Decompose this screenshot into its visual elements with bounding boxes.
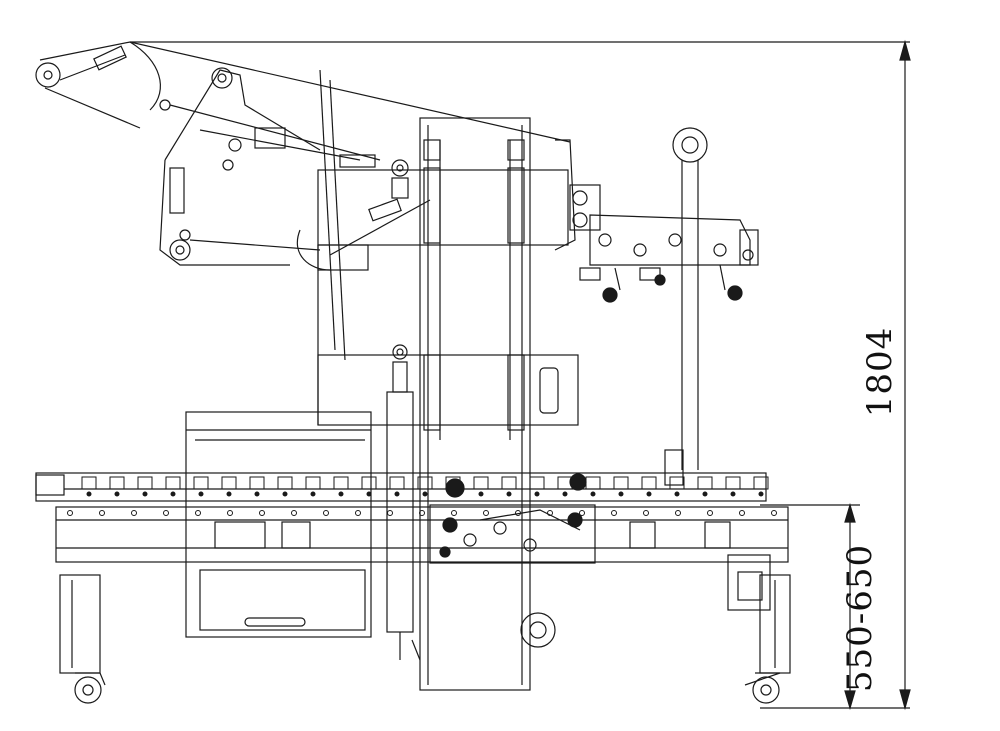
table-fastener xyxy=(611,510,617,516)
electrical-cabinet xyxy=(185,411,372,638)
table-fastener xyxy=(675,510,681,516)
roller-bracket xyxy=(613,476,629,490)
roller-bolt xyxy=(254,491,260,497)
table-fastener xyxy=(99,510,105,516)
roller-bolt xyxy=(86,491,92,497)
roller-bolt xyxy=(618,491,624,497)
roller-bolt xyxy=(646,491,652,497)
roller-bracket xyxy=(221,476,237,490)
upper-flap-folding-arm xyxy=(35,41,571,361)
table-fastener xyxy=(707,510,713,516)
roller-brackets xyxy=(67,476,777,516)
roller-bolt xyxy=(534,491,540,497)
lifting-cylinder xyxy=(386,344,414,660)
roller-bracket xyxy=(193,476,209,490)
roller-bracket xyxy=(669,476,685,490)
top-taping-unit xyxy=(579,127,759,486)
roller-bracket xyxy=(753,476,769,490)
overall-height-dimension xyxy=(130,39,911,711)
roller-bracket xyxy=(137,476,153,490)
table-fastener xyxy=(195,510,201,516)
roller-bracket xyxy=(81,476,97,490)
table-fastener xyxy=(259,510,265,516)
roller-bracket xyxy=(109,476,125,490)
table-height-dimension xyxy=(760,502,860,711)
roller-bracket xyxy=(165,476,181,490)
lifting-column xyxy=(419,117,531,691)
roller-bolt xyxy=(282,491,288,497)
roller-bolt xyxy=(590,491,596,497)
roller-bracket xyxy=(417,476,433,490)
table-fastener xyxy=(131,510,137,516)
roller-bolt xyxy=(506,491,512,497)
table-fastener xyxy=(355,510,361,516)
roller-bolt xyxy=(394,491,400,497)
roller-bolt xyxy=(422,491,428,497)
machine-table xyxy=(55,473,789,611)
table-fastener xyxy=(739,510,745,516)
table-fastener xyxy=(291,510,297,516)
roller-bolt xyxy=(142,491,148,497)
roller-bracket xyxy=(361,476,377,490)
table-fastener xyxy=(387,510,393,516)
overall-height-label: 1804 xyxy=(860,326,900,418)
roller-bracket xyxy=(389,476,405,490)
table-fastener xyxy=(227,510,233,516)
roller-bracket xyxy=(305,476,321,490)
roller-bracket xyxy=(249,476,265,490)
roller-bolt xyxy=(730,491,736,497)
table-fastener xyxy=(515,510,521,516)
left-leg xyxy=(59,574,106,704)
table-fastener xyxy=(771,510,777,516)
table-fastener xyxy=(323,510,329,516)
table-fastener xyxy=(67,510,73,516)
roller-bolt xyxy=(702,491,708,497)
roller-bolt xyxy=(478,491,484,497)
roller-bracket xyxy=(697,476,713,490)
roller-bolt xyxy=(170,491,176,497)
table-fastener xyxy=(547,510,553,516)
right-leg xyxy=(744,574,791,704)
table-fastener xyxy=(451,510,457,516)
roller-bracket xyxy=(501,476,517,490)
table-fastener xyxy=(163,510,169,516)
bottom-taping-unit xyxy=(411,612,556,661)
roller-bracket xyxy=(333,476,349,490)
roller-bolt xyxy=(366,491,372,497)
roller-bracket xyxy=(585,476,601,490)
table-fastener xyxy=(483,510,489,516)
roller-bolt xyxy=(450,491,456,497)
roller-bolt xyxy=(758,491,764,497)
table-fastener xyxy=(579,510,585,516)
roller-bracket xyxy=(529,476,545,490)
roller-bracket xyxy=(277,476,293,490)
roller-bolt xyxy=(198,491,204,497)
roller-bracket xyxy=(445,476,461,490)
top-taping-head-frame xyxy=(317,139,601,426)
table-fastener xyxy=(419,510,425,516)
roller-bolt xyxy=(114,491,120,497)
roller-bolt xyxy=(310,491,316,497)
table-fastener xyxy=(643,510,649,516)
roller-bolt xyxy=(338,491,344,497)
roller-bolt xyxy=(674,491,680,497)
roller-bolt xyxy=(562,491,568,497)
roller-bracket xyxy=(725,476,741,490)
table-height-label: 550-650 xyxy=(840,543,880,693)
roller-bracket xyxy=(641,476,657,490)
roller-bracket xyxy=(473,476,489,490)
roller-bracket xyxy=(557,476,573,490)
roller-bolt xyxy=(226,491,232,497)
